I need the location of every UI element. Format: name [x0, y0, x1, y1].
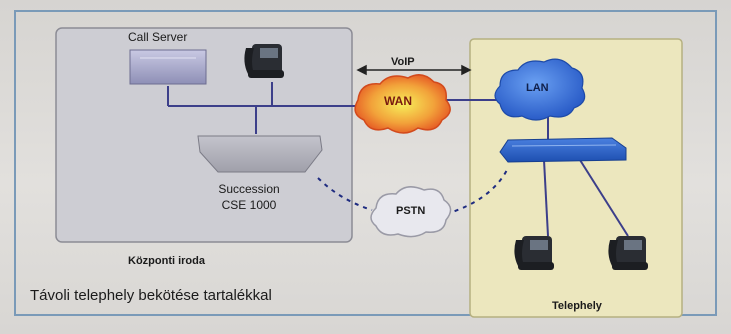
central-office-title: Központi iroda — [128, 255, 205, 267]
central-phone-icon — [244, 44, 284, 78]
lan-label: LAN — [526, 82, 549, 94]
remote-switch — [499, 137, 627, 163]
call-server — [129, 49, 207, 85]
diagram-frame — [14, 10, 717, 316]
wan-cloud — [354, 74, 451, 134]
wan-label: WAN — [384, 94, 412, 108]
pstn-label: PSTN — [396, 205, 426, 217]
remote-phone-2-icon — [608, 236, 648, 270]
lan-cloud — [494, 58, 586, 121]
pstn-links — [317, 167, 509, 215]
remote-site-title: Telephely — [552, 300, 602, 312]
cse-label-line2: CSE 1000 — [221, 198, 277, 212]
pstn-cloud — [370, 186, 452, 238]
voip-arrow — [356, 64, 472, 76]
call-server-label: Call Server — [128, 30, 188, 44]
voip-label: VoIP — [391, 56, 415, 68]
cse-label-line1: Succession — [218, 182, 280, 196]
figure-caption: Távoli telephely bekötése tartalékkal — [30, 287, 272, 304]
remote-phone-1-icon — [514, 236, 554, 270]
cse1000-unit — [197, 135, 323, 173]
